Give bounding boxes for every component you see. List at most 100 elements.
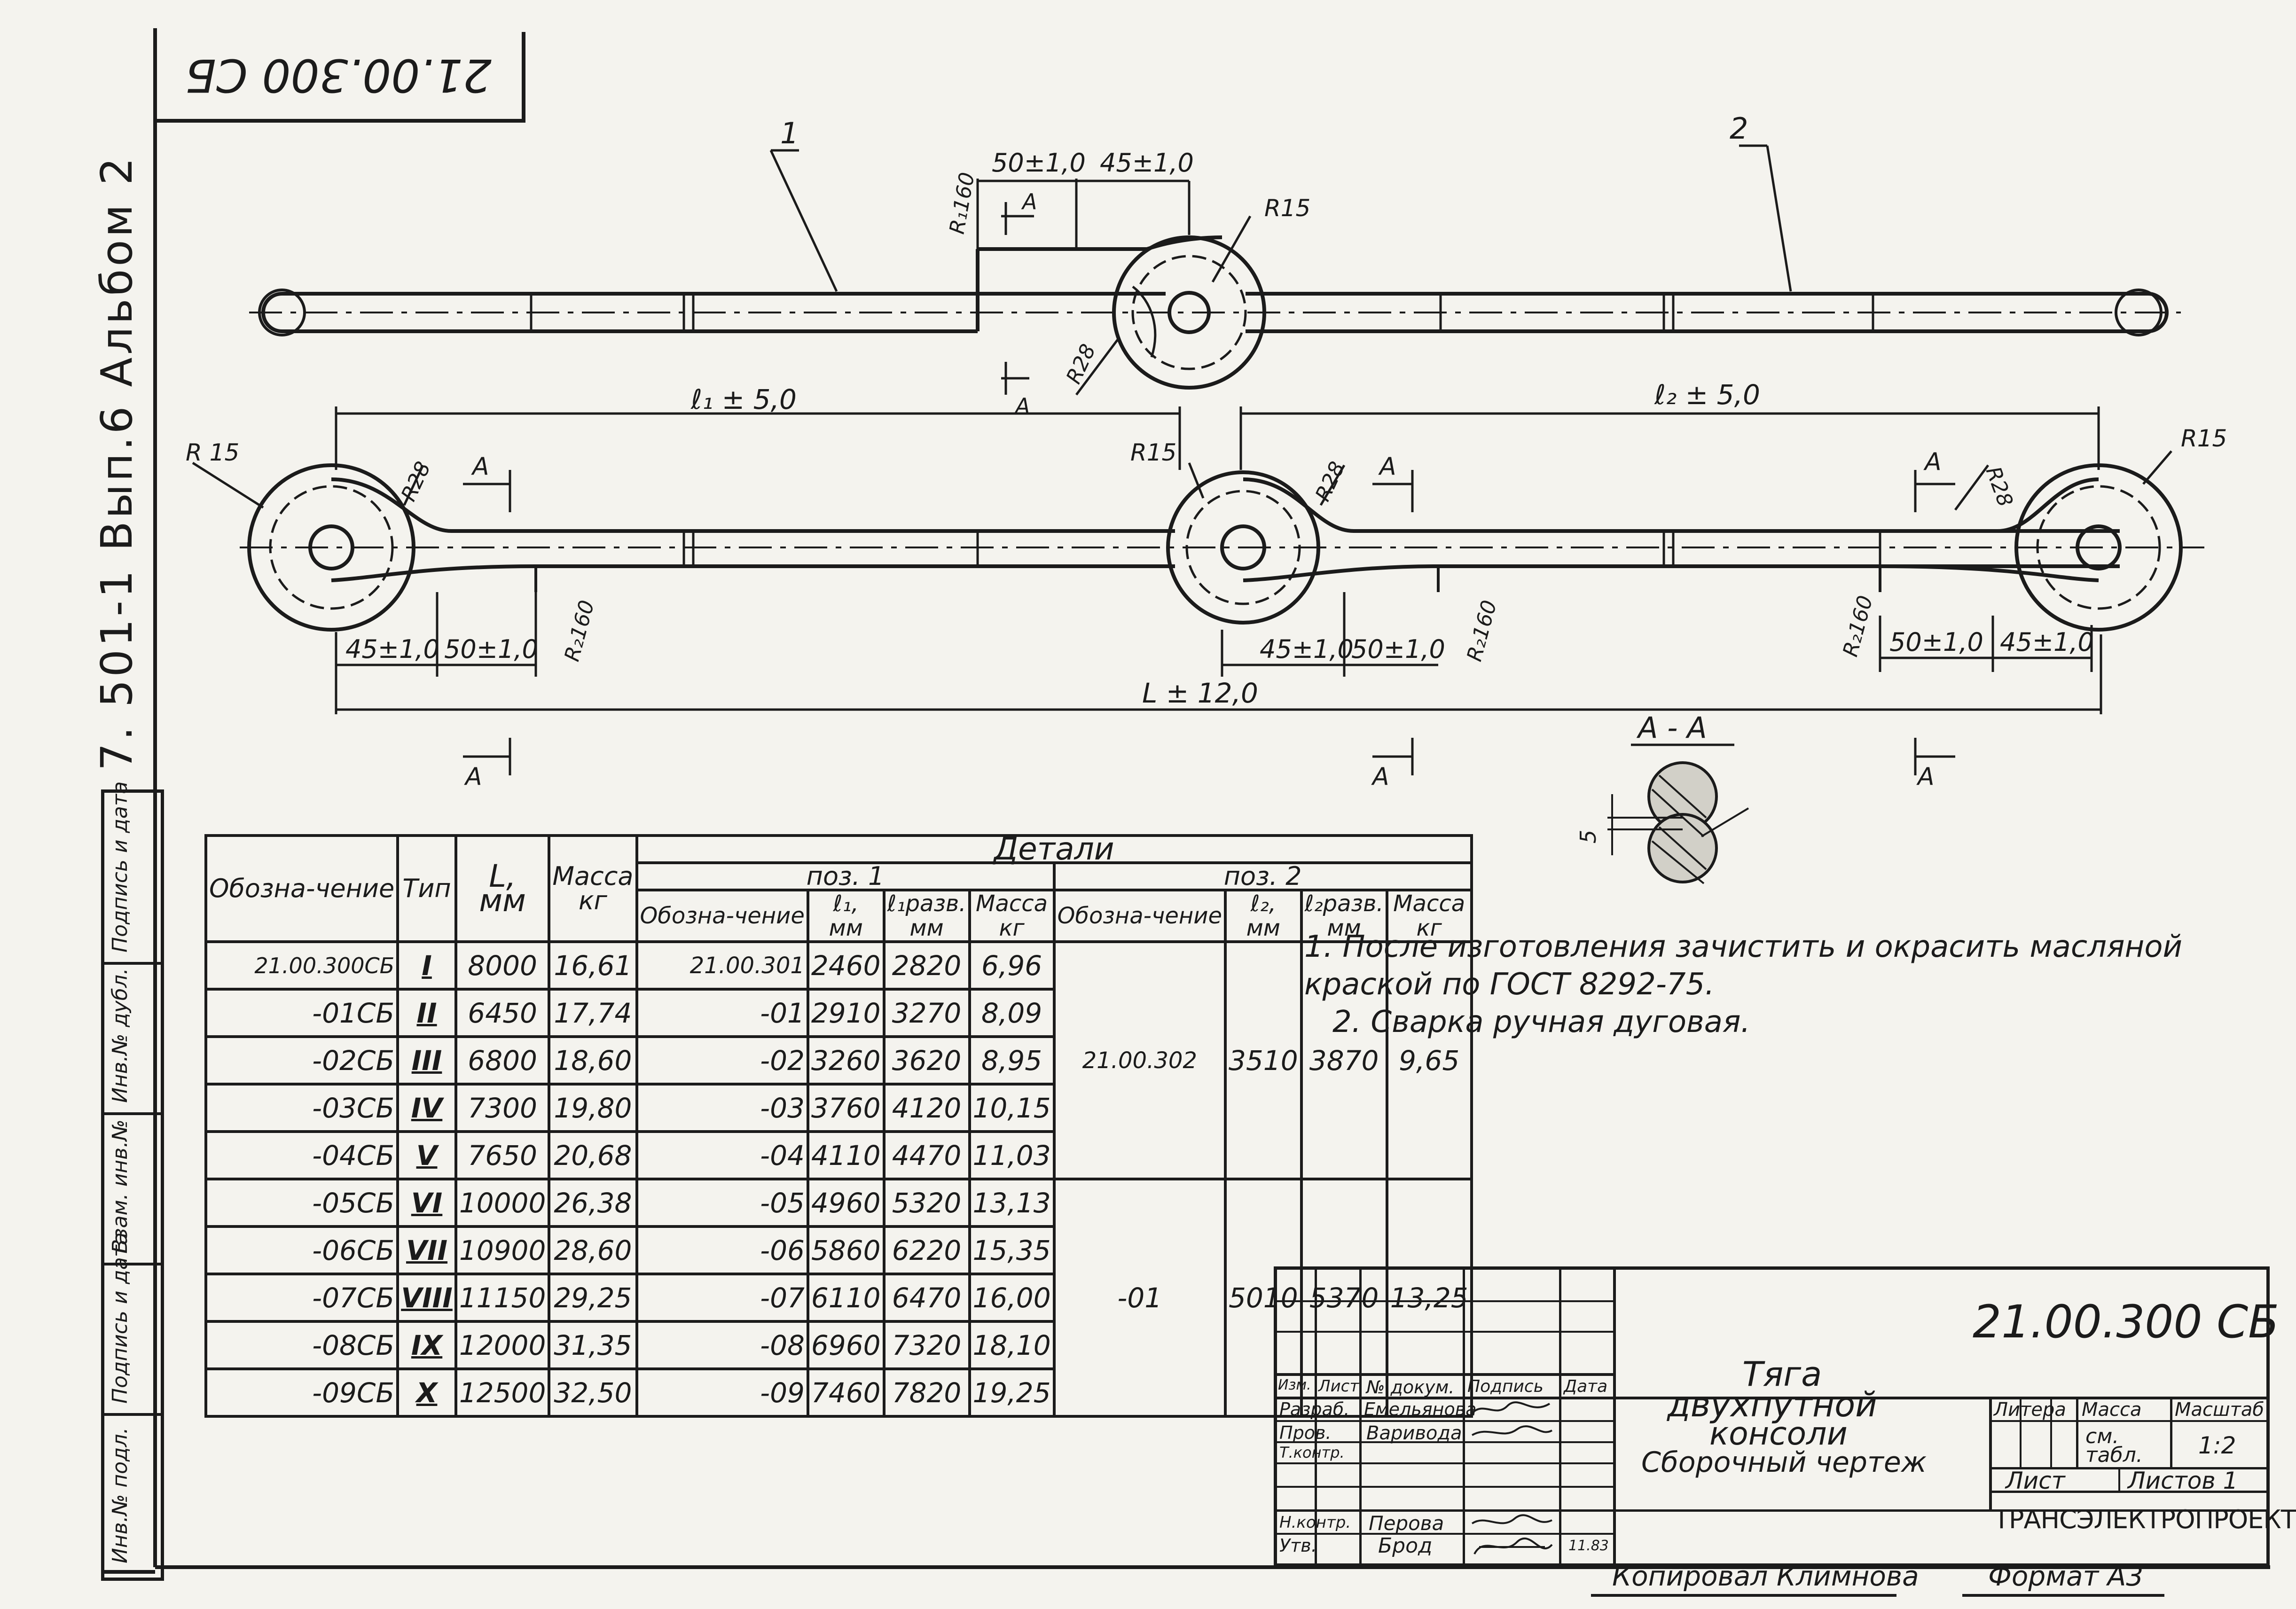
cell-l1: 3260 — [806, 1035, 885, 1086]
cell-p1-mass: 8,09 — [968, 988, 1056, 1038]
note-line: 1. После изготовления зачистить и окраси… — [1304, 929, 2183, 964]
col-l1-label: ℓ₁, — [833, 890, 859, 917]
col-l2-unf-unit: мм — [1327, 915, 1361, 941]
cell-l2: 3510 — [1223, 940, 1303, 1180]
tb-line — [1559, 1270, 1561, 1563]
cell-p1-mass: 18,10 — [968, 1320, 1056, 1370]
tb-line — [1989, 1420, 2266, 1422]
cell-l1-unfolded: 4470 — [882, 1130, 971, 1180]
cell-length: 12000 — [454, 1320, 551, 1370]
tb-line — [1989, 1491, 2266, 1493]
tb-line — [1277, 1462, 1613, 1464]
stamp-code-rotated: 21.00.300 СБ — [185, 49, 492, 102]
cell-l1-unfolded: 7320 — [882, 1320, 971, 1370]
cell-p1-designation: -05 — [635, 1178, 809, 1228]
tb-line — [1315, 1270, 1317, 1563]
r28-top: R28 — [1062, 341, 1101, 388]
tb-line — [1989, 1467, 2266, 1469]
cell-type: VIII — [396, 1273, 457, 1323]
col-pos1: поз. 1 — [635, 861, 1056, 891]
section-mark-b2: A — [1371, 763, 1389, 791]
dim-l1: ℓ₁ ± 5,0 — [690, 383, 797, 415]
signature-nkontr — [1471, 1514, 1552, 1524]
cell-p1-designation: -02 — [635, 1035, 809, 1086]
cell-p1-designation: -07 — [635, 1273, 809, 1323]
section-mark-mid: A — [1378, 453, 1396, 481]
signature-utv — [1473, 1538, 1553, 1554]
main-dimensions — [192, 450, 2172, 775]
r1-160-top: R₁160 — [945, 171, 980, 236]
signature-prov — [1472, 1425, 1553, 1436]
col-p1-designation: Обозна-чение — [635, 889, 809, 943]
cell-p1-designation: -08 — [635, 1320, 809, 1370]
cell-l2-unfolded: 5370 — [1300, 1178, 1388, 1418]
col-length: L,мм — [454, 834, 551, 943]
length-dimensions — [335, 406, 2100, 470]
table-row: -06СБ VII 10900 28,60 -06 5860 6220 15,3… — [204, 1225, 1472, 1275]
cell-l1-unfolded: 6220 — [882, 1225, 971, 1275]
cell-p1-designation: -09 — [635, 1367, 809, 1418]
note-line: краской по ГОСТ 8292-75. — [1304, 967, 1715, 1002]
cell-length: 7300 — [454, 1083, 551, 1133]
cell-designation: -06СБ — [204, 1225, 400, 1275]
table-row: -07СБ VIII 11150 29,25 -07 6110 6470 16,… — [204, 1273, 1472, 1323]
tb-nkontr-label: Н.контр. — [1279, 1513, 1351, 1532]
dim-45-left: 45±1,0 — [345, 634, 439, 664]
col-l2-unf-label: ℓ₂разв. — [1304, 890, 1384, 917]
tb-razrab-label: Разраб. — [1279, 1399, 1350, 1420]
r15-left: R 15 — [186, 439, 239, 466]
cell-designation: -05СБ — [204, 1178, 400, 1228]
r2-160-right: R₂160 — [1838, 593, 1877, 659]
copied-by: Копировал Климнова — [1612, 1560, 1919, 1592]
col-p1-mass-label: Масса — [976, 890, 1048, 917]
cell-designation: -07СБ — [204, 1273, 400, 1323]
position-1-label: 1 — [780, 116, 799, 150]
table-row: 21.00.300СБ I 8000 16,61 21.00.301 2460 … — [204, 940, 1473, 1180]
tb-line — [1277, 1300, 1613, 1302]
col-l2: ℓ₂,мм — [1223, 889, 1303, 943]
tb-col-date: Дата — [1564, 1377, 1608, 1396]
cell-length: 10000 — [454, 1178, 551, 1228]
tb-line — [1277, 1331, 1613, 1333]
table-header-row: поз. 1 поз. 2 — [206, 861, 1473, 891]
col-l2-label: ℓ₂, — [1250, 890, 1276, 917]
tb-line — [1277, 1441, 1613, 1443]
col-length-unit: мм — [479, 883, 526, 919]
cell-p2-mass: 9,65 — [1385, 940, 1473, 1180]
dim-45-right: 45±1,0 — [2000, 627, 2094, 657]
cell-p1-designation: -03 — [635, 1083, 809, 1133]
cell-type: IV — [396, 1083, 457, 1133]
cell-p1-mass: 16,00 — [968, 1273, 1056, 1323]
tb-tkontr-label: Т.контр. — [1279, 1444, 1345, 1461]
tb-line — [1277, 1397, 2266, 1399]
r2-160-mid: R₂160 — [1462, 598, 1501, 664]
tb-title-4: Сборочный чертеж — [1641, 1446, 1927, 1479]
side-stamp-column: Подпись и дата Инв.№ дубл. Взам. инв.№ П… — [101, 781, 164, 1581]
section-mark-b1: A — [464, 763, 482, 791]
note-line: 2. Сварка ручная дуговая. — [1332, 1005, 1750, 1039]
cell-type: II — [396, 988, 457, 1038]
tb-col-doc: № докум. — [1366, 1377, 1455, 1398]
section-mark-b3: A — [1916, 763, 1935, 791]
cell-length: 11150 — [454, 1273, 551, 1323]
col-mass-unit: кг — [578, 886, 607, 915]
tb-code: 21.00.300 СБ — [1973, 1296, 2279, 1348]
table-row: -05СБ VI 10000 26,38 -05 4960 5320 13,13… — [204, 1178, 1473, 1418]
tb-massa: Масса — [2082, 1399, 2142, 1421]
cell-designation: -04СБ — [204, 1130, 400, 1180]
cell-designation: -02СБ — [204, 1035, 400, 1086]
cell-type: IX — [396, 1320, 457, 1370]
table-row: -02СБ III 6800 18,60 -02 3260 3620 8,95 — [204, 1035, 1472, 1086]
col-p2-mass-label: Масса — [1393, 890, 1465, 917]
cell-designation: -09СБ — [204, 1367, 400, 1418]
cell-p1-mass: 15,35 — [968, 1225, 1056, 1275]
tb-utv-label: Утв. — [1279, 1535, 1317, 1556]
table-row: -01СБ II 6450 17,74 -01 2910 3270 8,09 — [204, 988, 1472, 1038]
r28-left: R28 — [397, 458, 436, 505]
col-p1-mass-unit: кг — [999, 915, 1025, 941]
dim-45-mid: 45±1,0 — [1260, 634, 1354, 664]
